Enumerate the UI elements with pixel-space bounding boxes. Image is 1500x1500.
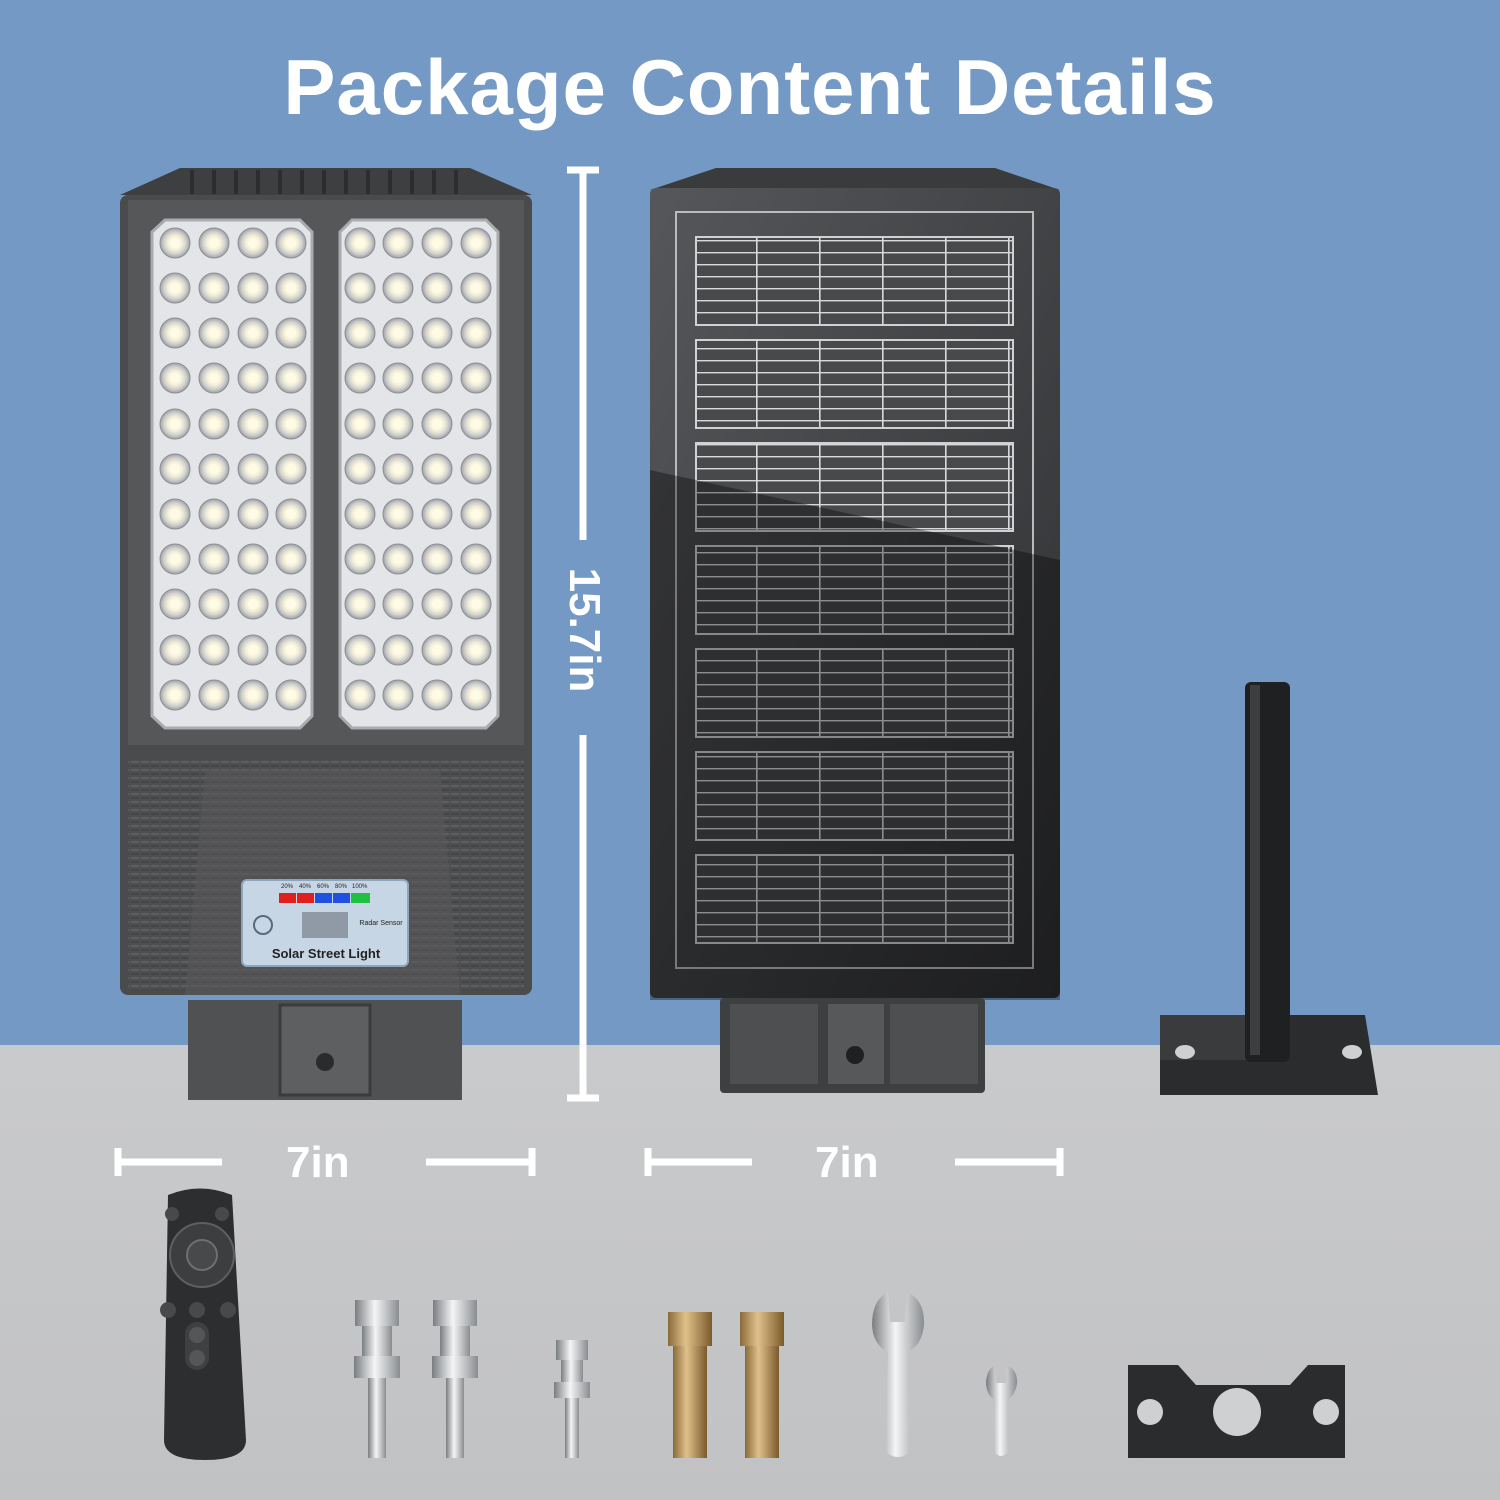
remote-icon bbox=[160, 1188, 246, 1460]
battery-level-100: 100% bbox=[352, 884, 368, 890]
lamp-front-icon bbox=[120, 168, 532, 1100]
radar-sensor-label: Radar Sensor bbox=[359, 920, 403, 927]
battery-level-60: 60% bbox=[317, 884, 330, 890]
wrench-icon bbox=[872, 1292, 1018, 1457]
front-width-label: 7in bbox=[286, 1138, 350, 1187]
solar-panel-icon bbox=[650, 168, 1060, 1093]
back-width-label: 7in bbox=[815, 1138, 879, 1187]
battery-level-80: 80% bbox=[335, 884, 348, 890]
anchor-icon bbox=[668, 1312, 784, 1458]
height-label: 15.7in bbox=[560, 567, 609, 693]
page-title: Package Content Details bbox=[283, 43, 1217, 131]
control-panel-label: Solar Street Light bbox=[271, 946, 381, 961]
bolt-icon bbox=[354, 1300, 590, 1458]
dimension-lines bbox=[114, 166, 1064, 1176]
height-dimension: 15.7in bbox=[548, 560, 620, 700]
pole-bracket-icon bbox=[1160, 682, 1378, 1095]
battery-level-20: 20% bbox=[281, 884, 294, 890]
battery-level-40: 40% bbox=[299, 884, 312, 890]
plate-icon bbox=[1128, 1365, 1345, 1458]
